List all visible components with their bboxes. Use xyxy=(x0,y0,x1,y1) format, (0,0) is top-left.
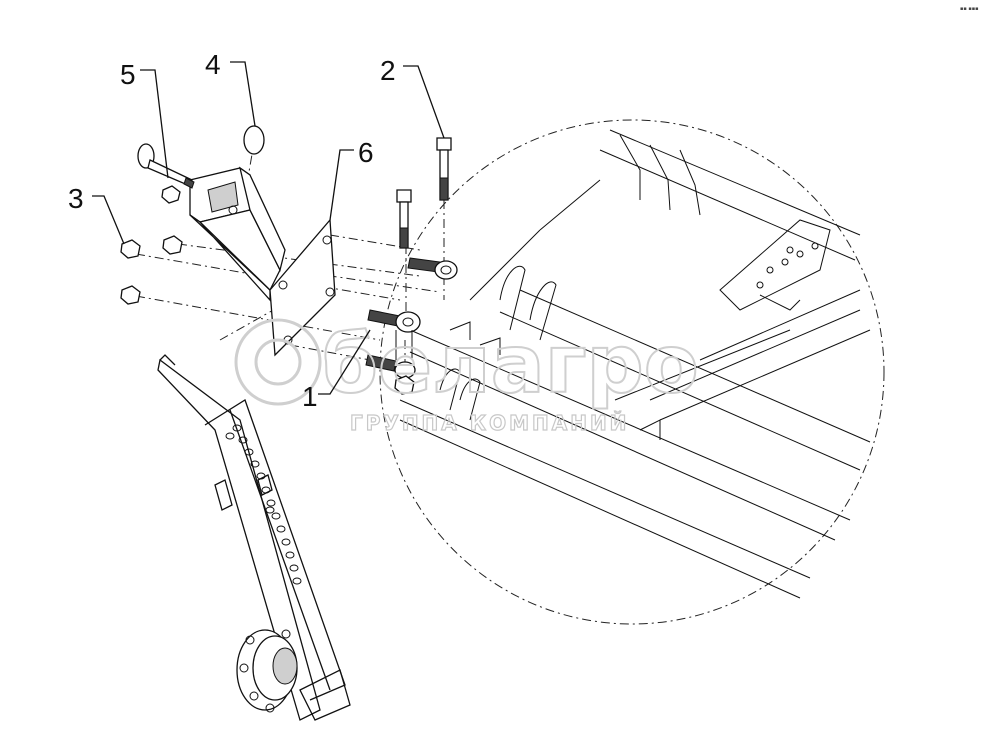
corner-mark: ▪▪ ▪▪▪ xyxy=(960,6,979,12)
detail-frame xyxy=(399,129,871,599)
bolts-part-2 xyxy=(396,137,452,249)
pin-part-5 xyxy=(137,143,195,189)
callout-2: 2 xyxy=(380,55,396,86)
callout-3: 3 xyxy=(68,183,84,214)
ring-part-4 xyxy=(243,125,265,155)
watermark: белагро ГРУППА КОМПАНИЙ xyxy=(234,317,700,436)
watermark-brand: белагро xyxy=(322,318,699,411)
watermark-subtitle: ГРУППА КОМПАНИЙ xyxy=(350,411,629,435)
spring-coils xyxy=(225,424,302,585)
callout-5: 5 xyxy=(120,59,136,90)
callout-1: 1 xyxy=(302,381,318,412)
disc-hub xyxy=(236,629,298,713)
eye-bolts-part-1 xyxy=(365,257,458,395)
arm-assembly xyxy=(157,354,351,721)
bracket xyxy=(189,166,336,357)
detail-view-circle xyxy=(379,119,885,625)
nuts-part-3 xyxy=(120,185,183,305)
callout-6: 6 xyxy=(358,137,374,168)
leader-lines xyxy=(92,61,445,395)
callout-4: 4 xyxy=(205,49,221,80)
